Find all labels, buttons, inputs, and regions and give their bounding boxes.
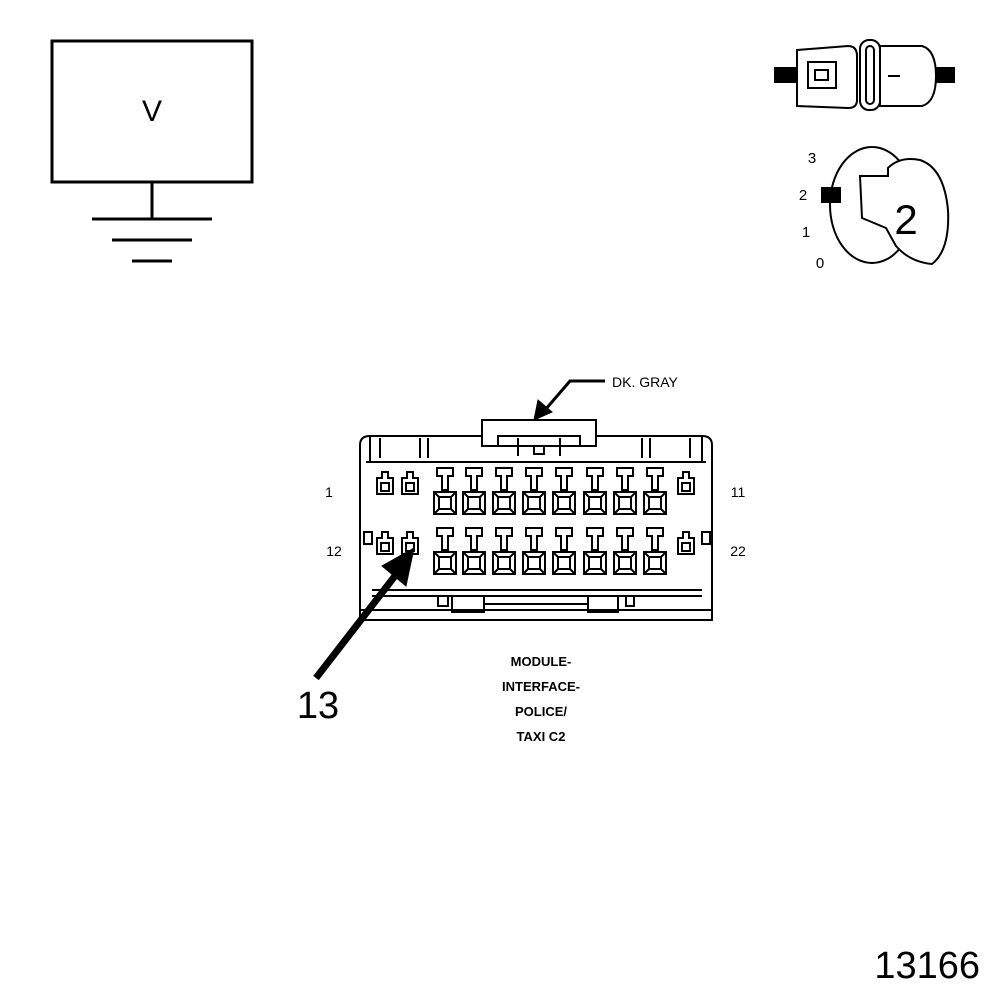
pin-cavity bbox=[613, 467, 637, 515]
color-callout: DK. GRAY bbox=[612, 374, 679, 390]
pin-cavity bbox=[462, 527, 486, 575]
connector-icon bbox=[774, 39, 955, 111]
pin-cavity bbox=[401, 471, 419, 495]
ignition-switch-icon bbox=[821, 146, 950, 266]
pin-cavity bbox=[677, 531, 695, 555]
pin-label-11: 11 bbox=[731, 484, 746, 500]
voltmeter-symbol bbox=[50, 39, 254, 263]
ignition-position-3: 3 bbox=[808, 150, 816, 167]
pin-cavity bbox=[613, 527, 637, 575]
pin-label-22: 22 bbox=[730, 543, 746, 559]
pin-cavity bbox=[376, 531, 394, 555]
pin-cavity bbox=[583, 527, 607, 575]
pin-label-1: 1 bbox=[325, 484, 333, 500]
connector-name-line-3: POLICE/ bbox=[515, 704, 567, 719]
pin-callout-label: 13 bbox=[297, 685, 339, 727]
pin-cavity bbox=[433, 527, 457, 575]
pin-callout-arrow bbox=[313, 547, 415, 681]
color-callout-arrow bbox=[533, 379, 605, 421]
connector-name-line-4: TAXI C2 bbox=[517, 729, 566, 744]
connector-pin-cavities bbox=[376, 467, 695, 575]
connector-body bbox=[359, 419, 713, 621]
pin-cavity bbox=[643, 467, 667, 515]
pin-cavity bbox=[492, 467, 516, 515]
ignition-position-2: 2 bbox=[799, 187, 807, 204]
connector-name-line-1: MODULE- bbox=[511, 654, 572, 669]
pin-cavity bbox=[522, 467, 546, 515]
pin-cavity bbox=[376, 471, 394, 495]
pin-cavity bbox=[583, 467, 607, 515]
pin-cavity bbox=[643, 527, 667, 575]
connector-name-line-2: INTERFACE- bbox=[502, 679, 580, 694]
pin-cavity bbox=[462, 467, 486, 515]
ignition-position-0: 0 bbox=[816, 255, 824, 272]
pin-cavity bbox=[552, 467, 576, 515]
pin-label-12: 12 bbox=[326, 543, 342, 559]
ignition-position-1: 1 bbox=[802, 224, 810, 241]
voltmeter-label: V bbox=[142, 95, 162, 128]
pin-cavity bbox=[492, 527, 516, 575]
pin-cavity bbox=[677, 471, 695, 495]
pin-cavity bbox=[522, 527, 546, 575]
pin-cavity bbox=[552, 527, 576, 575]
ignition-key-label: 2 bbox=[894, 196, 917, 243]
figure-number: 13166 bbox=[874, 945, 980, 987]
pin-cavity bbox=[433, 467, 457, 515]
